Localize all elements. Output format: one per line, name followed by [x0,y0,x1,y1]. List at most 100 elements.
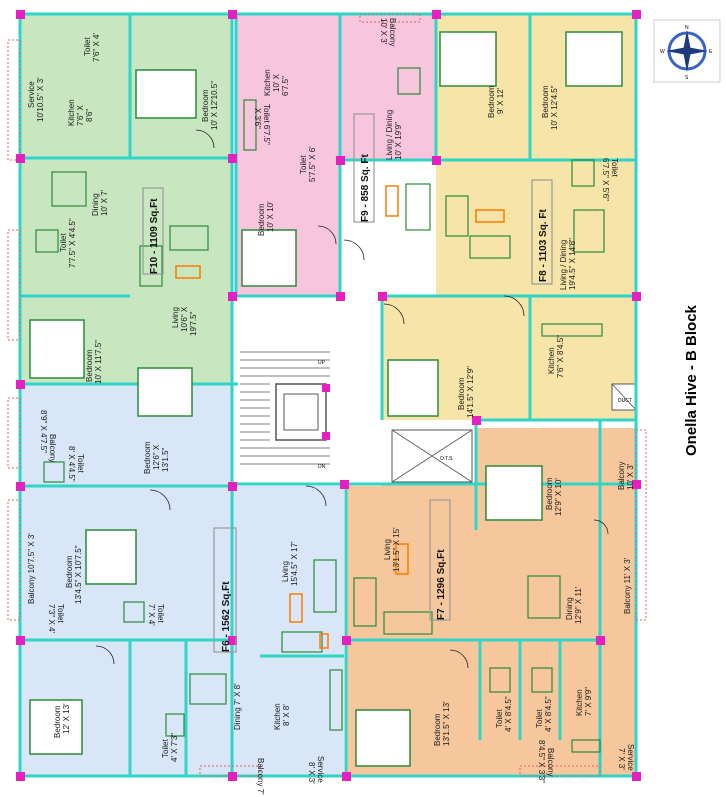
room-dimension: 6'7.5" [281,76,290,96]
flat-f9-zone [236,14,436,160]
room-label: Dining 7' X 8' [233,683,242,730]
balcony-hatches [7,13,647,777]
room-label: Service [316,756,325,783]
room-dimension: 7'6" X 4' [92,33,101,62]
room-dimension: 19'7.5" [189,311,198,336]
room-label: Toilet [535,709,544,728]
room-dimension: 13'4.5" X 10'7.5" [74,545,83,604]
accent-tables [175,185,505,649]
room-dimension: 10' X 3' [379,18,388,45]
flat-f7-label: F7 - 1296 Sq.Ft [436,549,447,620]
flat-label-boxes [142,113,553,653]
wc-icon [35,229,59,253]
bed-icon [565,31,623,87]
room-dimension: 8'4.5" X 3'3" [537,740,546,783]
room-label: Bedroom [85,349,94,382]
dining-table-icon [527,575,561,619]
room-label: Toilet [56,604,65,623]
wc-icon [397,67,421,95]
dining-table-icon [189,673,227,705]
room-dimension: 12'9" X 11' [574,586,583,624]
room-dimension: 10' X 19'9" [394,122,403,160]
sofa-icon [281,631,323,653]
room-label: Toilet 6'7.5" [262,104,271,145]
room-dimension: X 3'6" [253,108,262,129]
room-label: Toilet [495,709,504,728]
sofa-icon [139,245,163,287]
room-dimension: 10' X 12'4.5" [550,85,559,130]
room-label: Living [281,561,290,582]
kitchen-counter-icon [243,99,257,151]
room-dimension: 10'6" X [180,306,189,332]
room-label: Living [383,539,392,560]
compass-west: W [660,49,665,55]
room-label: Toilet [299,155,308,174]
room-label: Service [27,81,36,108]
room-dimension: 8'9" X 4'7.5" [39,410,48,453]
room-dimension: 12'9" X 10' [554,478,563,516]
room-dimension: 14'1.5" X 12'9" [466,366,475,418]
wc-icon [571,159,595,187]
room-label: Toilet [59,233,68,252]
room-label: Balcony 11' X 3' [623,557,632,614]
bed-icon [387,359,439,417]
room-dimension: 10' X 11'7.5" [94,340,103,384]
room-label: Kitchen [575,689,584,716]
bed-icon [137,367,193,417]
bed-icon [29,699,83,755]
room-label: Bedroom [433,713,442,746]
staircase [240,351,330,465]
compass-north: N [685,25,689,31]
room-label: Toilet [610,158,619,177]
bed-icon [29,319,85,379]
room-dimension: 13'1.5" X 15' [392,527,401,572]
room-dimension: 7' X 9'9" [584,687,593,716]
room-label: Balcony 10'7.5" X 3' [27,533,36,604]
room-dimension: 8' X 4'4.5" [67,446,76,482]
room-label: Bedroom [143,441,152,474]
flat-f9-label: F9 - 858 Sq. Ft [360,154,371,222]
room-label: Bedroom [545,477,554,510]
block-title: Onella Hive - B Block [683,304,700,456]
bed-icon [439,31,497,87]
kitchen-counter-icon [329,669,343,731]
room-dimension: 6'7.5" X 5'6" [601,158,610,201]
room-label: Living / Dining [385,110,394,160]
room-label: Toilet [161,739,170,758]
room-dimension: 7'6" X 8'4.5" [556,335,565,378]
room-dimension: 10' X 3' [626,463,635,490]
room-dimension: 19'4.5" X 14'8" [568,238,577,290]
duct-label: DUCT [618,398,632,404]
sofa-icon [313,559,337,613]
room-dimension: 5'7.5" X 6' [308,146,317,182]
flat-f10-zone [20,14,232,158]
wc-icon [123,601,145,623]
core-area: UP DN O.T.S DUCT [238,296,637,486]
room-label: Toilet [76,454,85,473]
room-dimension: 13'1.5" [161,447,170,472]
room-dimension: 4' X 8'4.5" [544,696,553,732]
compass-icon: N E S W [653,19,721,83]
bed-icon [485,465,543,521]
room-dimension: 7'6" X [76,105,85,126]
room-label: Bedroom [457,377,466,410]
sofa-icon [405,183,431,231]
flat-f8-label: F8 - 1103 Sq. Ft [538,209,549,282]
room-label: Bedroom [257,203,266,236]
room-dimension: 10' X 10' [266,201,275,232]
wc-icon [165,713,185,737]
bed-icon [85,529,137,585]
room-dimension: 7' X 4' [147,604,156,626]
sofa-icon [169,225,209,251]
room-dimension: 12'6" X [152,444,161,470]
door-swings [95,129,609,669]
room-dimension: 7'3" X 4' [47,604,56,633]
room-label: Bedroom [65,555,74,588]
bed-icons [29,31,623,767]
room-dimension: 10' X 7' [100,189,109,216]
kitchen-counter-icon [571,739,601,753]
room-dimension: 9' X 12' [496,87,505,114]
kitchen-counter-icon [541,323,603,337]
room-label: Toilet [156,604,165,623]
